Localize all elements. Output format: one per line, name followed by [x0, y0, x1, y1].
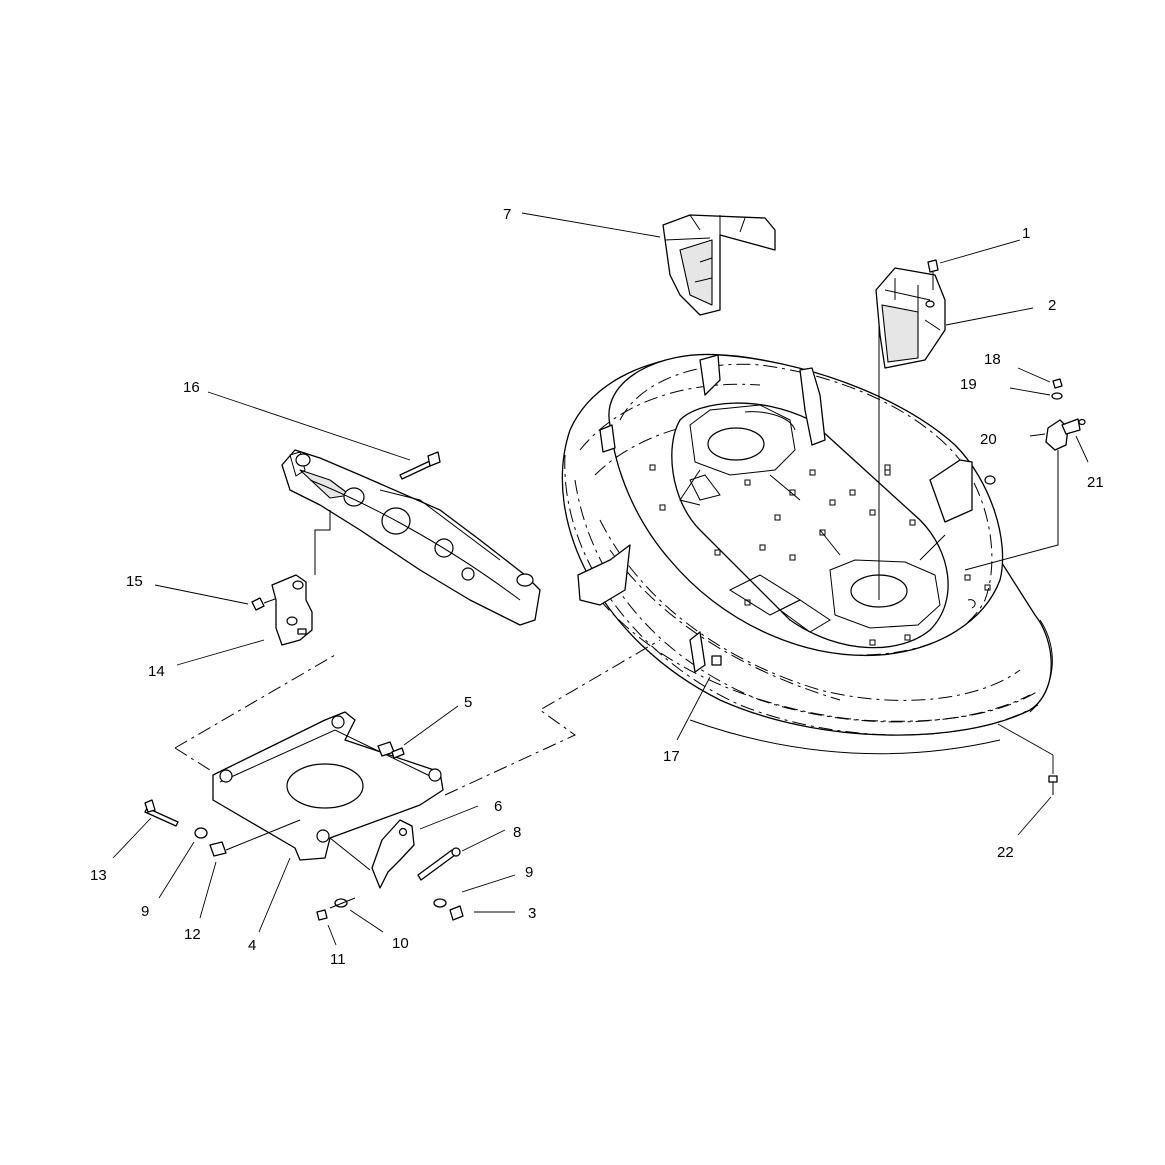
callout-17: 17 — [663, 748, 680, 765]
callout-10: 10 — [392, 935, 409, 952]
callout-labels: 1 2 3 4 5 6 7 8 9 9 10 11 12 13 14 15 16… — [90, 206, 1104, 968]
callout-11: 11 — [330, 951, 346, 968]
callout-5: 5 — [464, 694, 472, 711]
part-15-bolt — [251, 597, 276, 611]
callout-22: 22 — [997, 844, 1014, 861]
leader-lines — [112, 212, 1089, 946]
callout-13: 13 — [90, 867, 107, 884]
part-7-chute-shield — [662, 214, 776, 316]
part-5-shoulder-bolt — [377, 741, 405, 759]
parts-3-9-washer-nut — [433, 898, 464, 921]
callout-12: 12 — [184, 926, 201, 943]
callout-9a: 9 — [525, 864, 533, 881]
callout-19: 19 — [960, 376, 977, 393]
part-1-screw — [927, 259, 939, 290]
callout-7: 7 — [503, 206, 511, 223]
callout-21: 21 — [1087, 474, 1104, 491]
callout-8: 8 — [513, 824, 521, 841]
callout-2: 2 — [1048, 297, 1056, 314]
callout-15: 15 — [126, 573, 143, 590]
part-16-front-bar — [281, 449, 541, 626]
callout-4: 4 — [248, 937, 256, 954]
part-8-bolt — [417, 847, 461, 881]
callout-1: 1 — [1022, 225, 1030, 242]
parts-20-21-bracket-bolt — [964, 418, 1086, 571]
part-22-screw — [1048, 775, 1058, 795]
callout-9b: 9 — [141, 903, 149, 920]
callout-18: 18 — [984, 351, 1001, 368]
parts-18-19-nut-washer — [1051, 378, 1063, 400]
mower-deck — [561, 295, 1053, 755]
part-6-bracket — [329, 819, 415, 889]
parts-9-12-13-left-hardware — [144, 799, 301, 857]
callout-6: 6 — [494, 798, 502, 815]
callout-14: 14 — [148, 663, 165, 680]
callout-16: 16 — [183, 379, 200, 396]
part-14-bracket — [271, 574, 313, 646]
callout-3: 3 — [528, 905, 536, 922]
part-4-hitch-plate — [174, 639, 661, 861]
callout-20: 20 — [980, 431, 997, 448]
parts-10-11-washer-nut — [316, 897, 356, 921]
part-2-chute-shield — [875, 267, 946, 369]
